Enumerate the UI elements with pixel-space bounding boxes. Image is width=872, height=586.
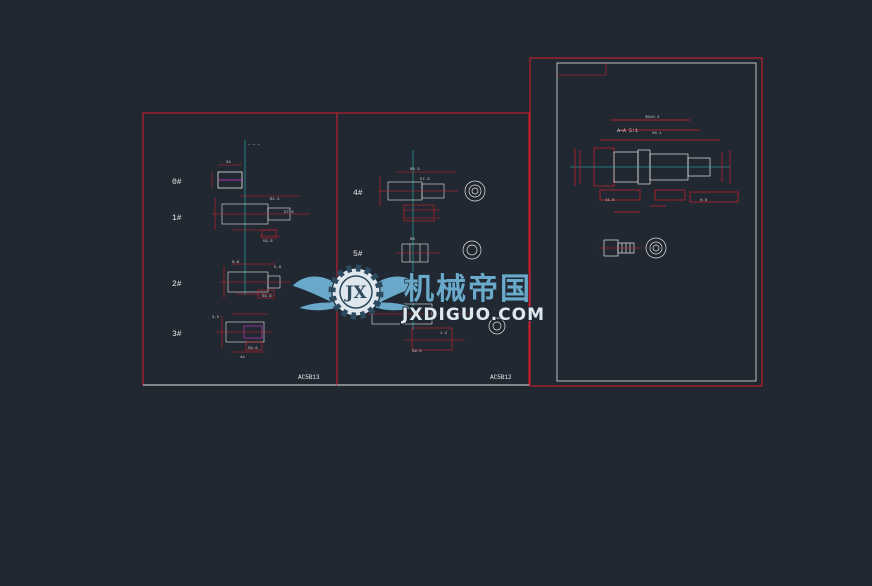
svg-text:35±0.2: 35±0.2	[645, 116, 660, 120]
step-label-3: 3#	[172, 330, 182, 339]
svg-text:59.5: 59.5	[412, 350, 422, 354]
sheet-middle-border	[336, 112, 530, 386]
screw-detail	[598, 239, 642, 257]
step-5-part: R6	[396, 238, 440, 263]
sheet-right-outer-border	[529, 57, 763, 387]
svg-text:44: 44	[240, 356, 245, 360]
svg-text:R1.5: R1.5	[270, 198, 280, 202]
svg-text:0.6: 0.6	[232, 261, 240, 265]
gear-icon: JX	[328, 264, 384, 320]
logo-text: JX	[343, 283, 367, 303]
centerline-note: — — —	[247, 143, 261, 147]
step-4-part: R0.3 57.3	[378, 168, 458, 222]
svg-text:0.8: 0.8	[700, 199, 708, 203]
sheet-left-border	[142, 112, 338, 386]
step-label-2: 2#	[172, 280, 182, 289]
sheet-middle: R0.3 57.3 4# R6 5# 59.5 1	[336, 112, 530, 386]
svg-text:26.1: 26.1	[652, 132, 662, 136]
step-label-4: 4#	[353, 189, 363, 198]
step-6-end-view	[488, 317, 506, 335]
step-5-end-view	[462, 240, 482, 260]
svg-text:11.5: 11.5	[605, 199, 615, 203]
sheet-middle-footer: AC5B12	[490, 374, 512, 381]
sheet-left-footer: AC5B13	[298, 374, 320, 381]
svg-text:59.8: 59.8	[263, 240, 273, 244]
watermark-en-text: JXDIGUO.COM	[401, 305, 545, 325]
sheet-right: A—A 5:1 35±0.2 26.1 11.5 0.8	[529, 57, 763, 387]
step-label-5: 5#	[353, 250, 363, 259]
svg-text:59.6: 59.6	[248, 347, 258, 351]
screw-end-view	[645, 237, 667, 259]
step-4-end-view	[464, 180, 486, 202]
watermark: JX 机械帝国 JXDIGUO.COM	[291, 264, 545, 326]
step-1-part: R1.5 57.6 59.8	[212, 195, 310, 244]
step-0-part: 34	[211, 161, 243, 189]
watermark-cn-text: 机械帝国	[404, 272, 532, 307]
step-3-part: 3.5 59.6 44	[212, 313, 272, 360]
sheet-left: — — — 34 0# R1.5 57.6 59.8 1#	[142, 112, 338, 386]
svg-text:57.6: 57.6	[284, 211, 294, 215]
step-2-part: 0.6 5.6 59.6	[220, 261, 290, 299]
svg-text:34: 34	[226, 161, 231, 165]
svg-text:R0.3: R0.3	[410, 168, 420, 172]
svg-text:1.2: 1.2	[440, 332, 448, 336]
main-part-drawing: 35±0.2 26.1 11.5 0.8	[570, 116, 739, 213]
svg-text:57.3: 57.3	[420, 178, 430, 182]
svg-text:5.6: 5.6	[274, 266, 282, 270]
step-label-1: 1#	[172, 214, 182, 223]
title-tab	[557, 63, 607, 76]
sheet-right-inner-frame	[556, 62, 757, 382]
section-label: A—A 5:1	[617, 128, 638, 134]
step-label-0: 0#	[172, 178, 182, 187]
svg-text:R6: R6	[410, 238, 415, 242]
svg-text:3.5: 3.5	[212, 316, 220, 320]
svg-text:59.6: 59.6	[262, 295, 272, 299]
